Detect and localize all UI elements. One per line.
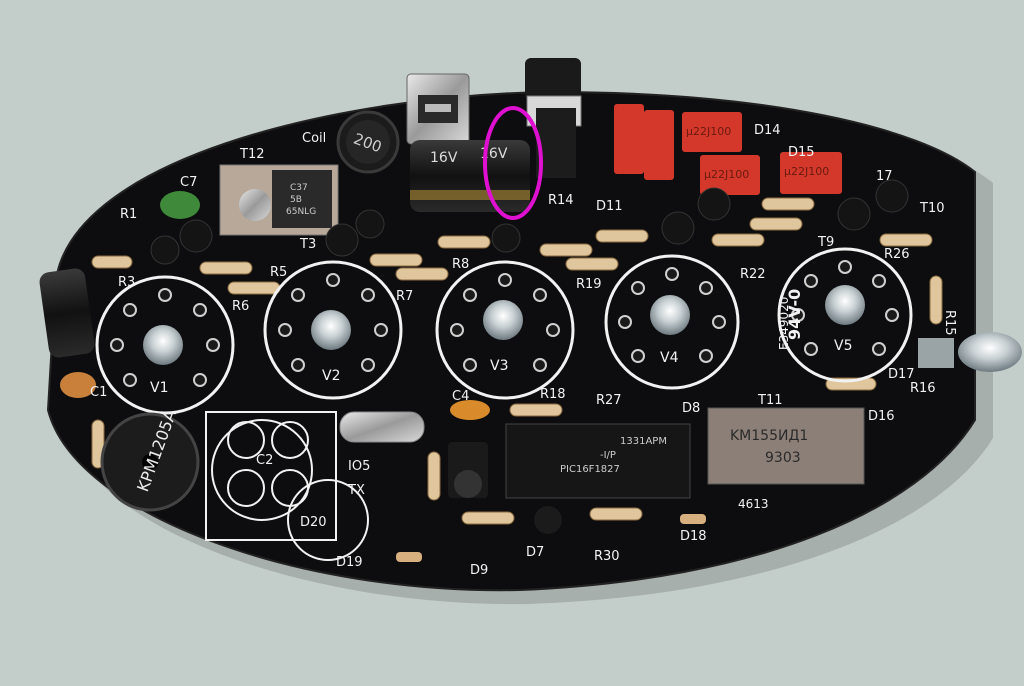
label-c2: C2 bbox=[256, 453, 273, 468]
label-v3: V3 bbox=[490, 358, 508, 374]
inductor-coil: 200 bbox=[336, 110, 400, 174]
label-d9: D9 bbox=[470, 563, 488, 578]
c2-footprint bbox=[205, 411, 369, 561]
usb-connector bbox=[406, 73, 470, 145]
microcontroller: 1331APM -I/P PIC16F1827 bbox=[505, 423, 691, 499]
ceramic-capacitor-c1 bbox=[60, 372, 96, 398]
label-d16: D16 bbox=[868, 409, 895, 424]
label-r18: R18 bbox=[540, 387, 566, 402]
voltage-regulator: C37 5B 65NLG bbox=[219, 164, 339, 236]
label-pcb-rating: 94V-0 bbox=[785, 289, 804, 340]
label-t3: T3 bbox=[299, 237, 316, 252]
label-t12: T12 bbox=[239, 147, 264, 162]
label-r22: R22 bbox=[740, 267, 766, 282]
label-t11: T11 bbox=[757, 393, 782, 408]
label-d20: D20 bbox=[300, 515, 327, 530]
label-r14: R14 bbox=[548, 193, 574, 208]
cap-voltage-label: 16V bbox=[430, 150, 458, 166]
ceramic-capacitor-c4 bbox=[450, 400, 490, 420]
label-d18: D18 bbox=[680, 529, 707, 544]
regulator-mark-1: C37 bbox=[290, 183, 308, 193]
label-d14: D14 bbox=[754, 123, 781, 138]
electrolytic-capacitor-left bbox=[39, 268, 95, 358]
ceramic-capacitor-green bbox=[160, 191, 200, 219]
label-v5: V5 bbox=[834, 338, 852, 354]
label-r26: R26 bbox=[884, 247, 910, 262]
label-d11: D11 bbox=[596, 199, 623, 214]
label-d19: D19 bbox=[336, 555, 363, 570]
diode-d19 bbox=[396, 552, 422, 562]
mcu-mark-1: PIC16F1827 bbox=[560, 464, 620, 475]
label-c4: C4 bbox=[452, 389, 469, 404]
label-r27: R27 bbox=[596, 393, 622, 408]
socket-pins bbox=[110, 260, 899, 387]
label-r6: R6 bbox=[232, 299, 249, 314]
label-board-code: E349020 bbox=[777, 297, 791, 350]
label-tx: TX bbox=[347, 483, 365, 498]
label-d17: D17 bbox=[888, 367, 915, 382]
decoder-ic: KM155ИД1 9303 bbox=[707, 407, 865, 485]
regulator-mark-2: 5B bbox=[290, 195, 302, 205]
label-d15: D15 bbox=[788, 145, 815, 160]
film-capacitors: μ22J100 μ22J100 μ22J100 bbox=[614, 104, 842, 195]
buzzer: KPM1205A bbox=[100, 407, 200, 512]
label-d8: D8 bbox=[682, 401, 700, 416]
crystal bbox=[339, 411, 425, 443]
label-c1: C1 bbox=[90, 385, 107, 400]
electrolytic-capacitor: 16V 16V bbox=[410, 140, 530, 212]
highlight-ellipse bbox=[483, 106, 543, 220]
label-coil: Coil bbox=[302, 131, 326, 146]
tube-sockets bbox=[95, 247, 913, 415]
label-r1: R1 bbox=[120, 207, 137, 222]
label-io5: IO5 bbox=[348, 459, 370, 474]
ir-receiver bbox=[448, 442, 488, 498]
decoder-mark-1: KM155ИД1 bbox=[730, 428, 808, 444]
regulator-mark-3: 65NLG bbox=[286, 207, 316, 217]
label-r3: R3 bbox=[118, 275, 135, 290]
resistors bbox=[91, 197, 943, 525]
film-cap-label-3: μ22J100 bbox=[784, 165, 829, 178]
label-r5: R5 bbox=[270, 265, 287, 280]
label-17: 17 bbox=[876, 169, 893, 184]
mcu-mark-3: 1331APM bbox=[620, 436, 667, 447]
label-t10: T10 bbox=[919, 201, 944, 216]
film-cap-label: μ22J100 bbox=[686, 125, 731, 138]
label-v2: V2 bbox=[322, 368, 340, 384]
label-v4: V4 bbox=[660, 350, 679, 366]
transistors bbox=[150, 179, 909, 265]
label-t9: T9 bbox=[817, 235, 834, 250]
label-v1: V1 bbox=[150, 380, 168, 396]
label-r30: R30 bbox=[594, 549, 620, 564]
mcu-mark-2: -I/P bbox=[600, 450, 616, 461]
diode-d18 bbox=[680, 514, 706, 524]
socket-leds bbox=[143, 285, 865, 365]
label-r19: R19 bbox=[576, 277, 602, 292]
label-r8: R8 bbox=[452, 257, 469, 272]
film-cap-label-2: μ22J100 bbox=[704, 168, 749, 181]
label-d7: D7 bbox=[526, 545, 544, 560]
decoder-mark-2: 9303 bbox=[765, 450, 801, 466]
label-c7: C7 bbox=[180, 175, 197, 190]
led-d7 bbox=[534, 506, 562, 534]
side-led bbox=[918, 332, 1022, 372]
label-r7: R7 bbox=[396, 289, 413, 304]
label-r16: R16 bbox=[910, 381, 936, 396]
label-date-code: 4613 bbox=[738, 497, 769, 511]
label-r15: R15 bbox=[942, 310, 957, 336]
